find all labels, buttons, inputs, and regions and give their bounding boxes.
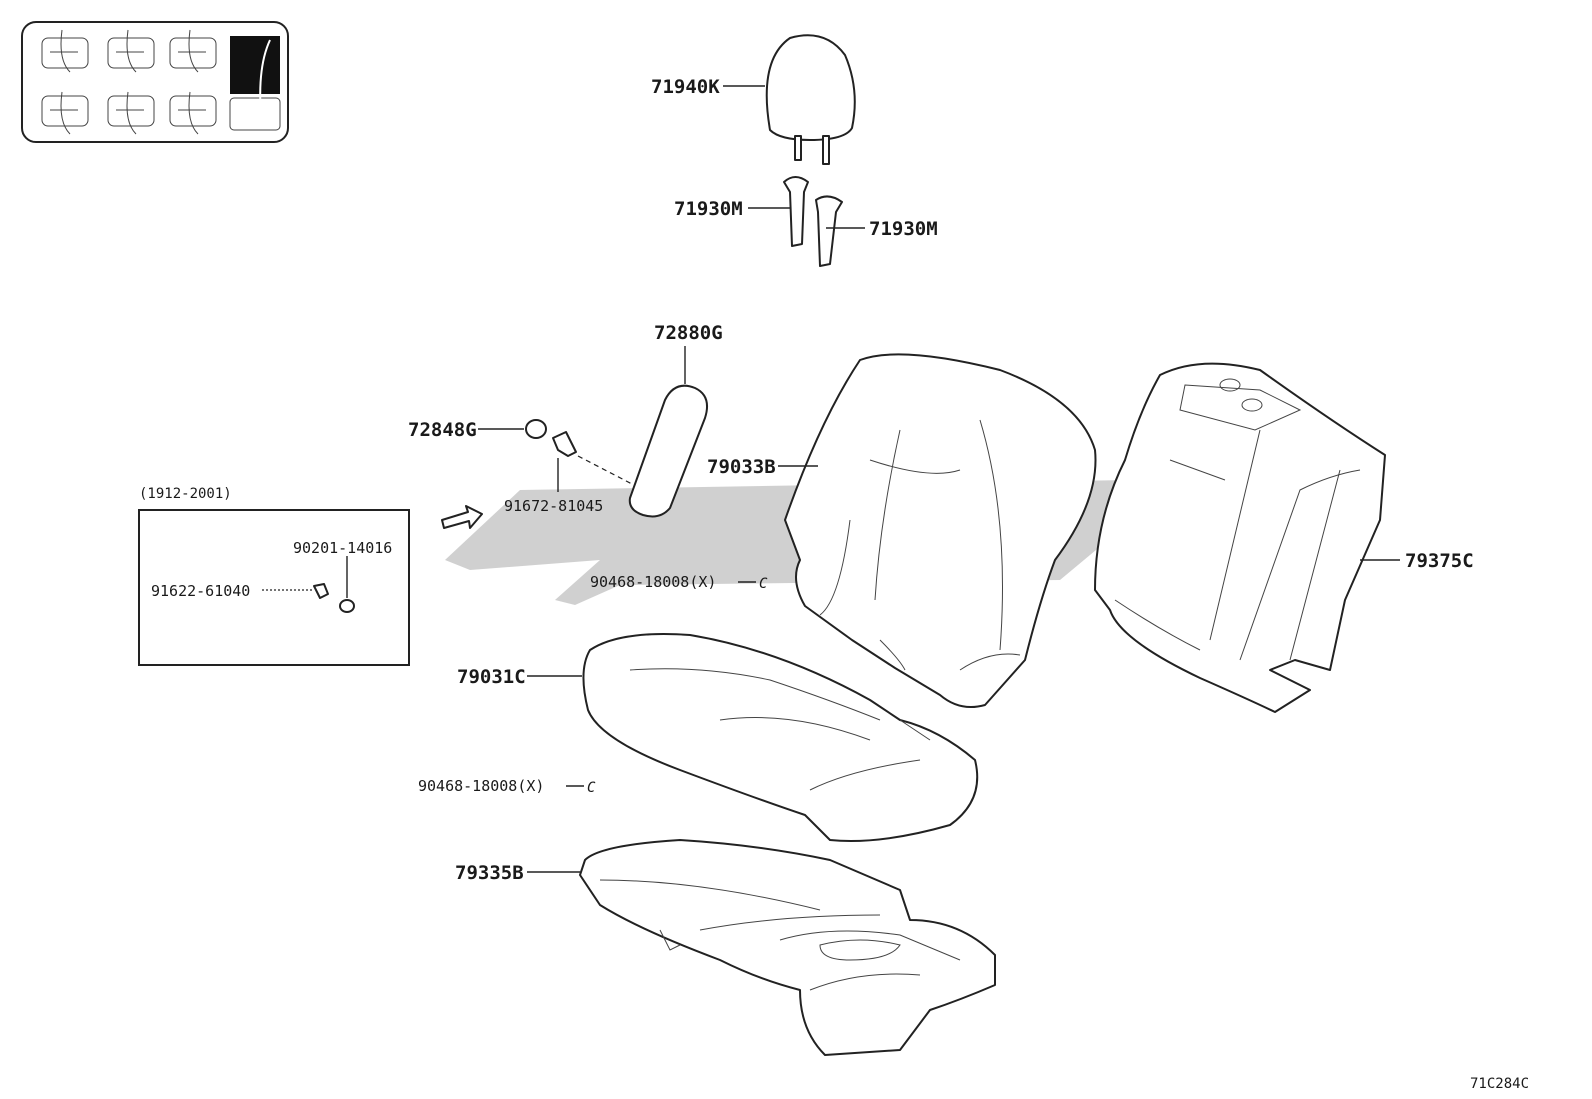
label-clip-back: 90468-18008(X) xyxy=(590,573,716,591)
label-clip-cushion-marker: C xyxy=(587,780,596,796)
inset-box xyxy=(138,509,410,666)
armrest xyxy=(628,346,708,518)
label-support-right: 71930M xyxy=(869,218,938,240)
cap-and-screw xyxy=(478,419,633,492)
diagram-code: 71C284C xyxy=(1470,1076,1529,1092)
label-cap: 72848G xyxy=(408,419,477,441)
label-clip-cushion: 90468-18008(X) xyxy=(418,777,544,795)
highlighted-seat xyxy=(230,36,280,94)
headrest xyxy=(723,34,856,165)
seat-cushion-pad xyxy=(527,839,996,1056)
label-seatback-pad: 79375C xyxy=(1405,550,1474,572)
inset-bolt xyxy=(313,583,329,599)
seatback-pad xyxy=(1094,362,1400,713)
label-screw: 91672-81045 xyxy=(504,497,603,515)
direction-arrow xyxy=(441,505,483,529)
inset-washer xyxy=(339,599,355,613)
label-armrest: 72880G xyxy=(654,322,723,344)
label-headrest: 71940K xyxy=(651,76,720,98)
label-date-range: (1912-2001) xyxy=(139,486,232,502)
label-inset-bolt: 91622-61040 xyxy=(151,582,250,600)
headrest-supports xyxy=(748,176,865,267)
cap xyxy=(525,419,547,439)
label-seatback-cover: 79033B xyxy=(707,456,776,478)
label-clip-back-marker: C xyxy=(759,576,768,592)
seat-cushion-cover xyxy=(527,633,979,842)
label-support-left: 71930M xyxy=(674,198,743,220)
screw xyxy=(552,431,577,457)
label-cushion-pad: 79335B xyxy=(455,862,524,884)
seat-layout-thumbnail xyxy=(21,21,289,143)
seatback-cover xyxy=(778,353,1097,708)
label-inset-washer: 90201-14016 xyxy=(293,539,392,557)
label-cushion-cover: 79031C xyxy=(457,666,526,688)
